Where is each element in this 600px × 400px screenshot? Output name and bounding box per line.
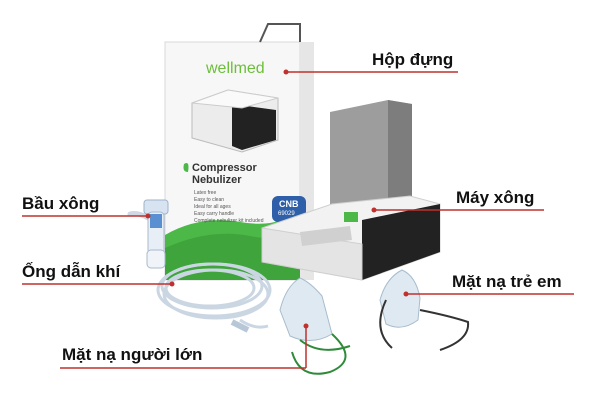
feature-item: Easy to clean	[194, 197, 225, 203]
adult-mask	[279, 277, 351, 375]
callout-label-box: Hộp đựng	[372, 50, 454, 69]
product-name-line1: Compressor	[192, 162, 257, 174]
compressor-machine	[261, 100, 441, 281]
product-name-line2: Nebulizer	[192, 174, 242, 186]
callout-label-tube: Ống dẫn khí	[22, 262, 121, 281]
callout-label-child-mask: Mặt nạ trẻ em	[452, 272, 562, 291]
feature-item: Ideal for all ages	[194, 204, 231, 210]
callout-label-machine: Máy xông	[456, 188, 535, 207]
feature-item: Complete nebulizer kit included	[194, 218, 264, 224]
feature-item: Easy carry handle	[194, 211, 235, 217]
nebulizer-cup	[127, 199, 169, 269]
model-number: 69029	[278, 211, 295, 217]
package-box	[164, 23, 314, 281]
callout-lines	[22, 69, 574, 369]
feature-item: Latex free	[194, 190, 217, 196]
air-tube	[156, 262, 272, 333]
feature-list: Latex free Easy to clean Ideal for all a…	[194, 190, 263, 225]
callout-label-adult-mask: Mặt nạ người lớn	[62, 345, 203, 364]
brand-logo: wellmed	[206, 60, 265, 77]
box-machine-image	[191, 89, 279, 153]
model-code: CNB	[279, 199, 299, 209]
callout-label-cup: Bầu xông	[22, 194, 100, 213]
leaf-icon	[183, 163, 189, 172]
child-mask	[379, 269, 470, 351]
